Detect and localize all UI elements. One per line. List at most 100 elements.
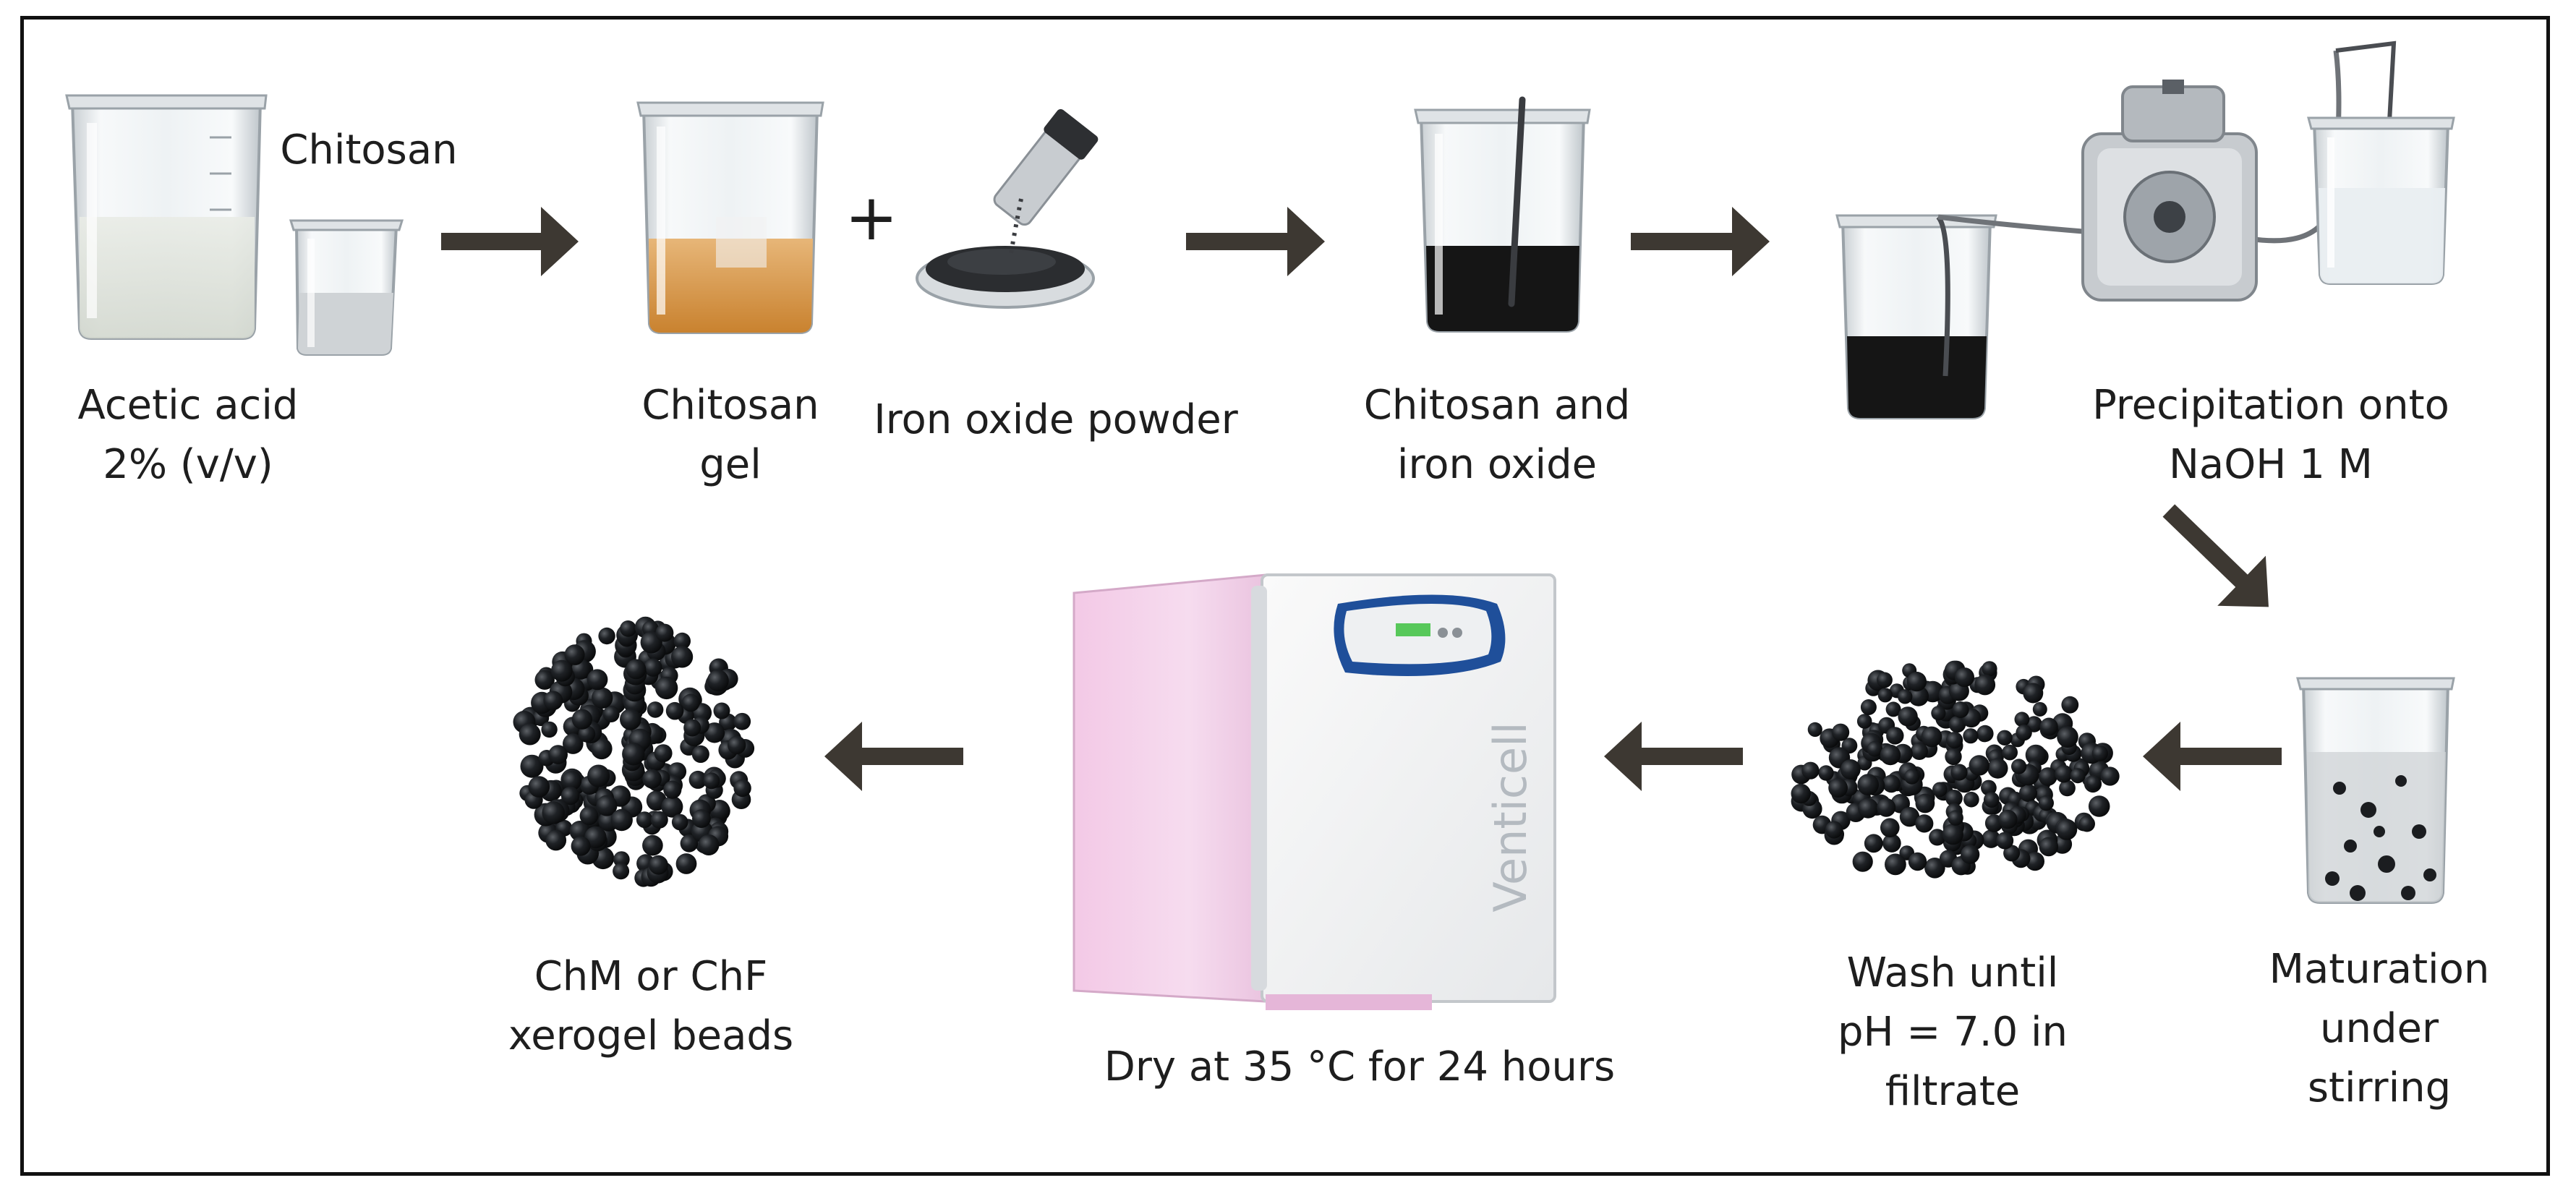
bead <box>665 701 684 720</box>
bead <box>1828 778 1848 798</box>
bead <box>1981 779 1997 796</box>
bead <box>592 687 613 709</box>
bead <box>2032 701 2047 717</box>
bead <box>1932 782 1948 798</box>
label-chitosan-iron-oxide: Chitosan and iron oxide <box>1363 382 1631 488</box>
bead <box>596 795 618 816</box>
bead <box>2061 696 2079 714</box>
bead <box>2055 764 2073 783</box>
peristaltic-pump-icon <box>1835 40 2455 419</box>
bead <box>622 743 645 766</box>
bead <box>654 744 673 763</box>
bead <box>1948 810 1963 826</box>
bead <box>1898 689 1913 704</box>
arrow-left-2 <box>1604 722 1743 791</box>
bead <box>655 623 674 642</box>
bead <box>1982 829 2000 848</box>
figure-border <box>20 16 2550 1176</box>
bead <box>1840 759 1861 779</box>
bead <box>642 834 663 856</box>
bead <box>1860 699 1877 715</box>
bead <box>2025 744 2047 766</box>
bead <box>1976 725 1994 743</box>
bead <box>519 723 541 746</box>
bead <box>654 676 678 700</box>
bead <box>1908 852 1927 871</box>
bead <box>2039 717 2058 736</box>
bead <box>563 733 584 754</box>
bead <box>1996 832 2014 850</box>
bead <box>1825 821 1843 839</box>
bead <box>671 813 688 831</box>
bead <box>671 646 694 668</box>
oven-brand-text: Venticell <box>1484 722 1537 912</box>
bead <box>1818 765 1834 781</box>
arrow-diagonal-down <box>2162 504 2269 607</box>
bead <box>2002 744 2018 761</box>
bead <box>548 745 568 764</box>
beaker-chitosan-icon <box>289 219 404 356</box>
bead <box>1997 730 2013 746</box>
bead <box>661 795 683 818</box>
bead <box>1961 845 1980 864</box>
beaker-chitosan-gel-icon <box>636 101 824 334</box>
bead <box>636 811 653 829</box>
bead <box>681 693 700 712</box>
bead <box>578 725 596 743</box>
bead <box>613 863 630 880</box>
arrow-right-2 <box>1186 207 1325 276</box>
bead <box>1877 798 1896 817</box>
bead <box>571 709 593 730</box>
label-plus: + <box>845 180 898 255</box>
bead <box>704 722 725 743</box>
bead <box>626 659 647 680</box>
bead <box>1948 715 1966 733</box>
bead <box>591 738 613 760</box>
bead <box>2100 766 2120 786</box>
bead <box>1945 790 1963 807</box>
wet-beads-icon <box>1791 660 2120 879</box>
bead <box>642 769 662 789</box>
bead <box>1898 706 1918 727</box>
bead <box>1877 672 1893 688</box>
arrow-right-1 <box>441 207 579 276</box>
bead <box>733 712 751 730</box>
bead <box>1904 769 1920 785</box>
bead <box>1857 774 1879 795</box>
bead <box>542 801 565 824</box>
bead <box>579 806 599 826</box>
bead <box>2023 683 2044 704</box>
bead <box>1807 722 1822 738</box>
bead <box>698 834 720 855</box>
bead <box>691 745 709 763</box>
bead <box>1950 764 1968 781</box>
label-iron-oxide-powder: Iron oxide powder <box>874 396 1238 443</box>
bead <box>1858 798 1879 819</box>
bead <box>1946 732 1963 749</box>
bead <box>1791 783 1811 804</box>
bead <box>1942 824 1963 845</box>
bead <box>683 719 701 737</box>
bead <box>2039 837 2059 857</box>
beaker-maturation-icon <box>2296 677 2455 904</box>
bead <box>1915 814 1934 833</box>
bead <box>2078 816 2095 832</box>
label-chitosan-gel: Chitosan gel <box>641 382 819 488</box>
iron-oxide-dish-icon <box>916 108 1099 309</box>
bead <box>663 780 682 799</box>
label-precipitation: Precipitation onto NaOH 1 M <box>2092 382 2449 488</box>
bead <box>1998 809 2018 829</box>
bead <box>2014 712 2030 727</box>
bead <box>2086 775 2101 790</box>
bead <box>550 659 573 682</box>
bead <box>1974 674 1996 696</box>
label-xerogel-beads: ChM or ChF xerogel beads <box>508 953 794 1059</box>
bead <box>2038 767 2057 786</box>
bead <box>673 632 691 650</box>
bead <box>1886 727 1904 745</box>
arrow-right-3 <box>1631 207 1770 276</box>
bead <box>534 670 555 690</box>
arrow-left-1 <box>2143 722 2282 791</box>
